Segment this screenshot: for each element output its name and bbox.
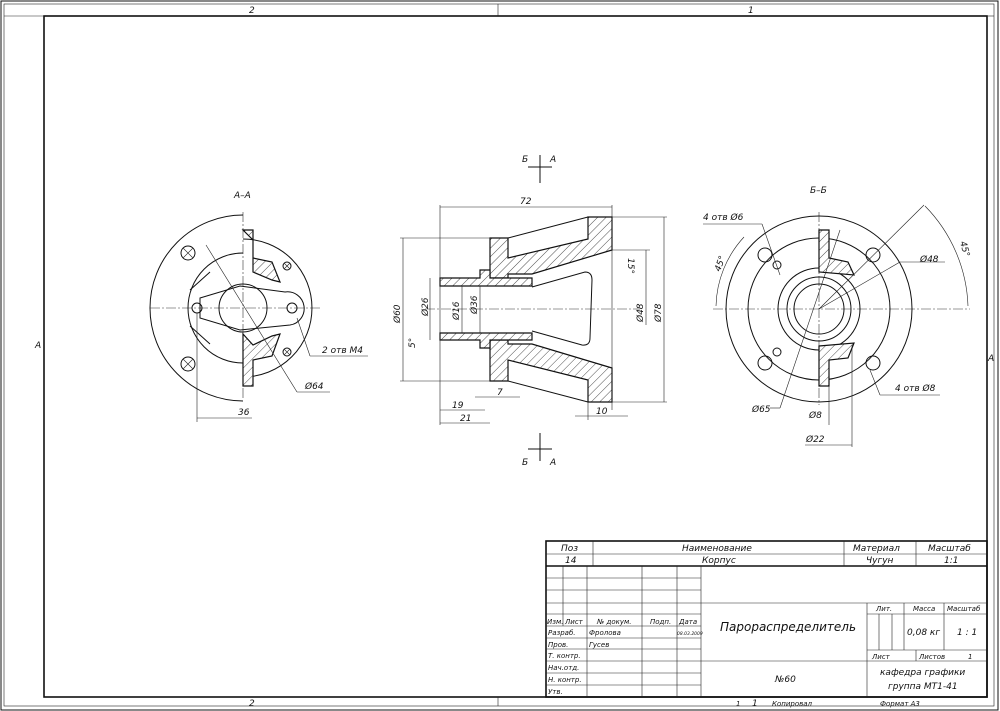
cut-label: А bbox=[549, 458, 556, 468]
cut-label: Б bbox=[522, 458, 528, 468]
dim-26: Ø26 bbox=[420, 297, 431, 317]
sheets-header: Листов bbox=[918, 653, 945, 661]
col-izm: Изм. bbox=[547, 618, 563, 626]
dim-65: Ø65 bbox=[751, 404, 771, 415]
dim-48: Ø48 bbox=[635, 303, 646, 323]
dim-60: Ø60 bbox=[392, 304, 403, 324]
scale-header: Масштаб bbox=[947, 605, 981, 613]
mass-value: 0,08 кг bbox=[907, 628, 940, 638]
format-label: Формат А3 bbox=[880, 700, 920, 708]
spec-name-header: Наименование bbox=[682, 544, 752, 554]
spec-pos-header: Поз bbox=[561, 544, 578, 554]
bolt-hole-icon bbox=[180, 245, 292, 372]
spec-scale: 1:1 bbox=[944, 556, 958, 566]
zone-top-1: 1 bbox=[748, 6, 754, 16]
col-sign: Подп. bbox=[650, 618, 671, 626]
dim-10: 10 bbox=[596, 407, 608, 417]
zone-bottom-1: 1 bbox=[752, 699, 758, 709]
role-label: Т. контр. bbox=[548, 652, 581, 660]
org-line-2: группа МТ1-41 bbox=[888, 682, 958, 692]
role-name: Гусев bbox=[589, 641, 609, 649]
role-label: Н. контр. bbox=[548, 676, 582, 684]
dim-15deg: 15° bbox=[625, 258, 635, 274]
col-doc: № докум. bbox=[596, 618, 632, 626]
holes-8: 4 отв Ø8 bbox=[895, 383, 936, 394]
role-label: Разраб. bbox=[548, 629, 576, 637]
holes-6: 4 отв Ø6 bbox=[703, 212, 744, 223]
section-bb-view bbox=[703, 204, 970, 447]
drawing-name: Парораспределитель bbox=[720, 620, 856, 634]
copied-number: 1 bbox=[736, 700, 740, 708]
dim-78: Ø78 bbox=[653, 303, 664, 323]
zone-right: А bbox=[987, 354, 994, 364]
main-section-view bbox=[400, 155, 667, 461]
dim-19: 19 bbox=[452, 401, 464, 411]
spec-name: Корпус bbox=[702, 556, 736, 566]
sheets-value: 1 bbox=[968, 653, 972, 661]
dim-36: 36 bbox=[238, 408, 250, 418]
copied-label: Копировал bbox=[772, 700, 813, 708]
title-block bbox=[545, 540, 988, 698]
zone-left: А bbox=[34, 341, 41, 351]
role-date: 08.03.2009 bbox=[677, 631, 703, 637]
col-date: Дата bbox=[678, 618, 697, 626]
spec-pos: 14 bbox=[565, 556, 577, 566]
role-name: Фролова bbox=[589, 629, 621, 637]
drawing-number: №60 bbox=[774, 675, 796, 685]
dim-8: Ø8 bbox=[808, 410, 822, 421]
scale-value: 1 : 1 bbox=[957, 628, 977, 638]
dim-7: 7 bbox=[497, 388, 503, 398]
dim-36: Ø36 bbox=[469, 295, 480, 315]
role-label: Утв. bbox=[548, 688, 563, 696]
section-aa-view bbox=[149, 212, 368, 422]
zone-bottom-2: 2 bbox=[249, 699, 255, 709]
cut-label: Б bbox=[522, 155, 528, 165]
dim-48: Ø48 bbox=[919, 254, 939, 265]
section-aa-title: А–А bbox=[233, 191, 251, 201]
angle-45-right: 45° bbox=[957, 240, 971, 258]
mass-header: Масса bbox=[913, 605, 935, 613]
role-label: Пров. bbox=[548, 641, 568, 649]
spec-scale-header: Масштаб bbox=[928, 544, 971, 554]
dim-holes-m4: 2 отв М4 bbox=[322, 346, 363, 356]
bolt-hole-icon bbox=[757, 247, 881, 371]
role-label: Нач.отд. bbox=[548, 664, 579, 672]
sheet-header: Лист bbox=[871, 653, 891, 661]
section-bb-title: Б–Б bbox=[810, 186, 827, 196]
org-line-1: кафедра графики bbox=[880, 668, 965, 678]
spec-mat-header: Материал bbox=[853, 544, 900, 554]
dim-22: Ø22 bbox=[805, 434, 825, 445]
spec-mat: Чугун bbox=[866, 556, 894, 566]
angle-45-left: 45° bbox=[713, 255, 728, 273]
dim-21: 21 bbox=[460, 414, 471, 424]
zone-top-2: 2 bbox=[249, 6, 255, 16]
dim-72: 72 bbox=[520, 197, 532, 207]
dim-dia-64: Ø64 bbox=[304, 381, 324, 392]
lit-header: Лит. bbox=[875, 605, 892, 613]
dim-16: Ø16 bbox=[451, 301, 462, 321]
cut-label: А bbox=[549, 155, 556, 165]
dim-5deg: 5° bbox=[408, 338, 418, 348]
col-list: Лист bbox=[564, 618, 584, 626]
